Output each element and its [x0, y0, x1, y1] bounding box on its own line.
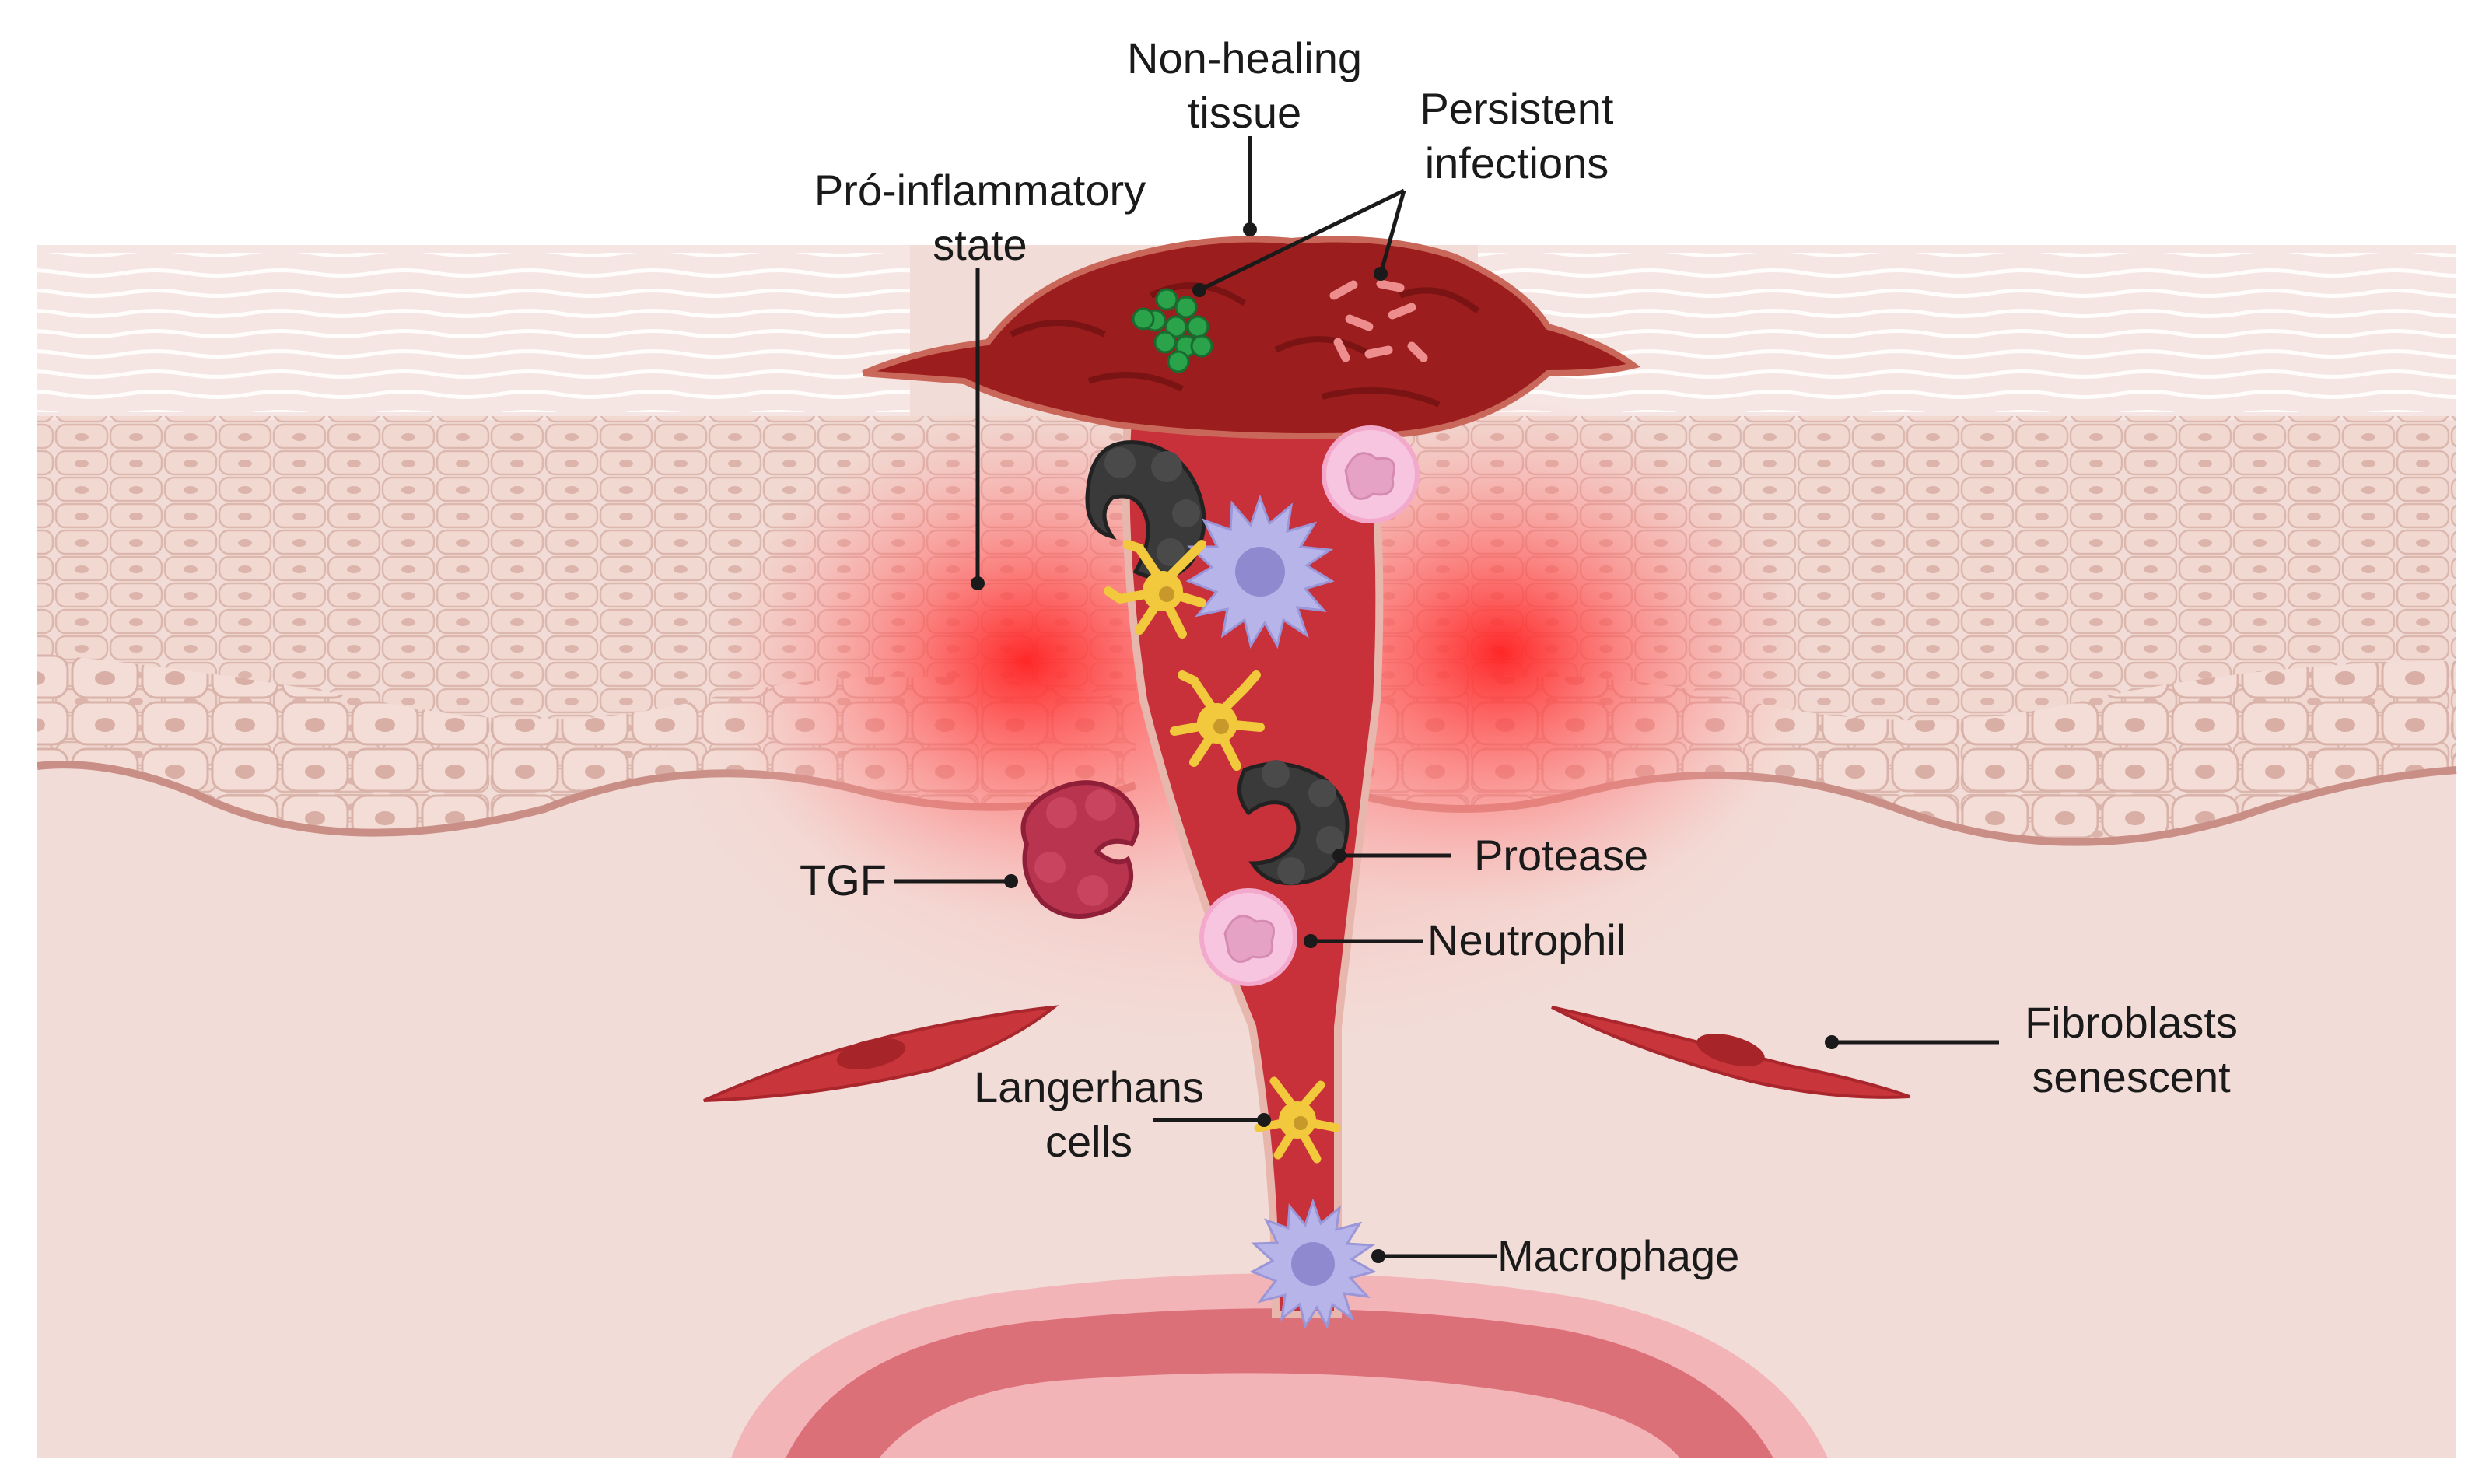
fibroblast-left: [703, 1005, 1059, 1102]
label-protease: Protease: [1474, 831, 1649, 880]
neutrophil-top: [1322, 425, 1420, 523]
protease-mid: [1238, 760, 1350, 886]
non-healing-tissue-scab: [862, 236, 1641, 439]
fibroblast-right: [1551, 1006, 1910, 1099]
macrophage-bottom: [1249, 1198, 1377, 1330]
label-non-healing-line2: tissue: [1187, 88, 1302, 137]
label-pro-inflammatory-state: Pró-inflammatory state: [770, 163, 1190, 272]
blood-vessel-inner-wall: [879, 1373, 1680, 1458]
tgf-molecule: [1020, 780, 1140, 919]
label-langerhans-cells: Langerhans cells: [933, 1060, 1245, 1169]
label-macrophage: Macrophage: [1497, 1231, 1740, 1280]
label-pro-inflammatory-line2: state: [933, 220, 1027, 269]
label-fibroblasts-line1: Fibroblasts: [2025, 998, 2238, 1047]
langerhans-cell-2: [1170, 670, 1265, 771]
macrophage-top: [1185, 494, 1335, 649]
protease-top: [1085, 440, 1206, 580]
label-pro-inflammatory-line1: Pró-inflammatory: [814, 166, 1146, 215]
langerhans-cell-3: [1254, 1076, 1341, 1164]
label-non-healing-tissue: Non-healing tissue: [1089, 31, 1400, 140]
label-persistent-line1: Persistent: [1420, 84, 1614, 133]
label-fibroblasts-senescent: Fibroblasts senescent: [1976, 996, 2287, 1104]
leader-persistent-2: [1378, 190, 1406, 275]
corneum-lines-left: [37, 253, 910, 412]
label-fibroblasts-line2: senescent: [2032, 1052, 2231, 1101]
langerhans-cell-1: [1104, 540, 1206, 639]
label-langerhans-line2: cells: [1045, 1117, 1133, 1166]
label-tgf: TGF: [800, 856, 887, 905]
label-persistent-line2: infections: [1424, 138, 1609, 187]
label-langerhans-line1: Langerhans: [974, 1062, 1204, 1111]
label-non-healing-line1: Non-healing: [1127, 33, 1362, 82]
neutrophil-mid: [1199, 888, 1297, 986]
label-persistent-infections: Persistent infections: [1369, 82, 1665, 191]
label-neutrophil: Neutrophil: [1427, 915, 1626, 964]
corneum-lines-right: [1478, 253, 2456, 412]
bacteria-green-cluster: [1132, 288, 1213, 373]
bacteria-rods: [1329, 279, 1428, 362]
leader-persistent-1: [1198, 188, 1406, 292]
leader-dots: [971, 222, 1839, 1263]
leader-lines: [894, 136, 1999, 1258]
